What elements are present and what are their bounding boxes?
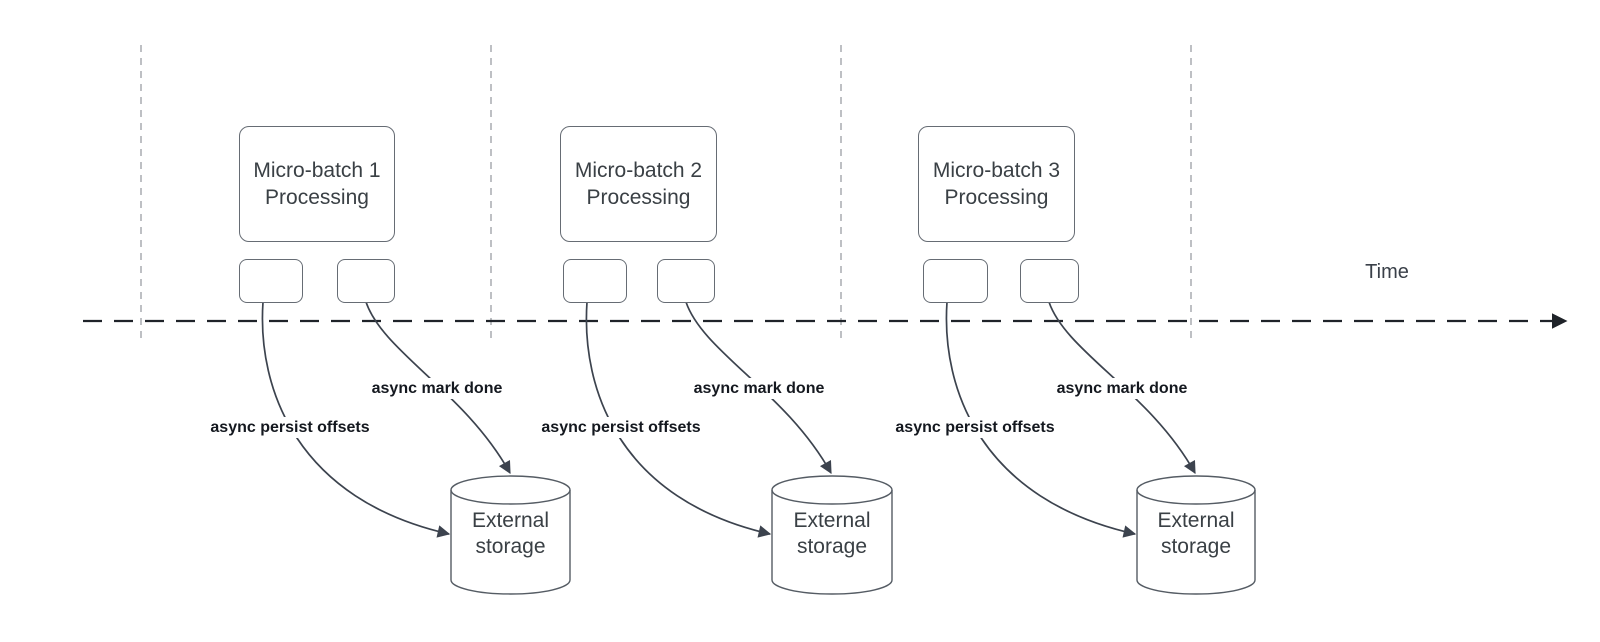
microbatch-1-done-task-node	[337, 259, 395, 303]
microbatch-3-external-storage-label: External storage	[1137, 508, 1255, 560]
microbatch-2-title-line1: Micro-batch 2	[574, 159, 703, 182]
microbatch-1-mark-done-label: async mark done	[368, 378, 506, 399]
storage-1-line2: storage	[475, 535, 546, 558]
time-axis-label: Time	[1365, 261, 1409, 283]
persist-offsets-arrow-2	[585, 301, 772, 538]
external-storage-cylinder-1	[450, 475, 571, 595]
microbatch-3-mark-done-label: async mark done	[1053, 378, 1191, 399]
storage-3-line1: External	[1157, 509, 1235, 532]
external-storage-cylinder-3	[1136, 475, 1256, 595]
microbatch-2-persist-offsets-label: async persist offsets	[538, 417, 704, 438]
microbatch-3-persist-offsets-label: async persist offsets	[892, 417, 1058, 438]
microbatch-2-processing-node: Micro-batch 2 Processing	[560, 126, 717, 242]
external-storage-cylinder-2	[771, 475, 893, 595]
microbatch-1-external-storage-label: External storage	[451, 508, 570, 560]
microbatch-2-mark-done-label: async mark done	[690, 378, 828, 399]
persist-offsets-arrow-1	[261, 301, 451, 538]
microbatch-3-processing-node: Micro-batch 3 Processing	[918, 126, 1075, 242]
storage-2-line1: External	[793, 509, 871, 532]
microbatch-2-title-line2: Processing	[586, 186, 691, 209]
storage-3-line2: storage	[1160, 535, 1232, 558]
microbatch-2-external-storage-label: External storage	[772, 508, 892, 560]
storage-1-line1: External	[471, 509, 550, 532]
microbatch-3-title-line1: Micro-batch 3	[932, 159, 1061, 182]
microbatch-2-done-task-node	[657, 259, 715, 303]
persist-offsets-arrow-3	[945, 301, 1137, 538]
microbatch-1-title-line2: Processing	[265, 186, 369, 209]
microbatch-1-persist-task-node	[239, 259, 303, 303]
mark-done-arrow-2	[685, 301, 832, 475]
microbatch-3-done-task-node	[1020, 259, 1079, 303]
microbatch-2-persist-task-node	[563, 259, 627, 303]
microbatch-3-persist-task-node	[923, 259, 988, 303]
microbatch-1-title-line1: Micro-batch 1	[253, 159, 381, 182]
storage-2-line2: storage	[796, 535, 868, 558]
mark-done-arrow-1	[365, 301, 511, 475]
microbatch-1-persist-offsets-label: async persist offsets	[207, 417, 373, 438]
mark-done-arrow-3	[1048, 301, 1196, 475]
microbatch-3-title-line2: Processing	[944, 186, 1049, 209]
microbatch-1-processing-node: Micro-batch 1 Processing	[239, 126, 395, 242]
